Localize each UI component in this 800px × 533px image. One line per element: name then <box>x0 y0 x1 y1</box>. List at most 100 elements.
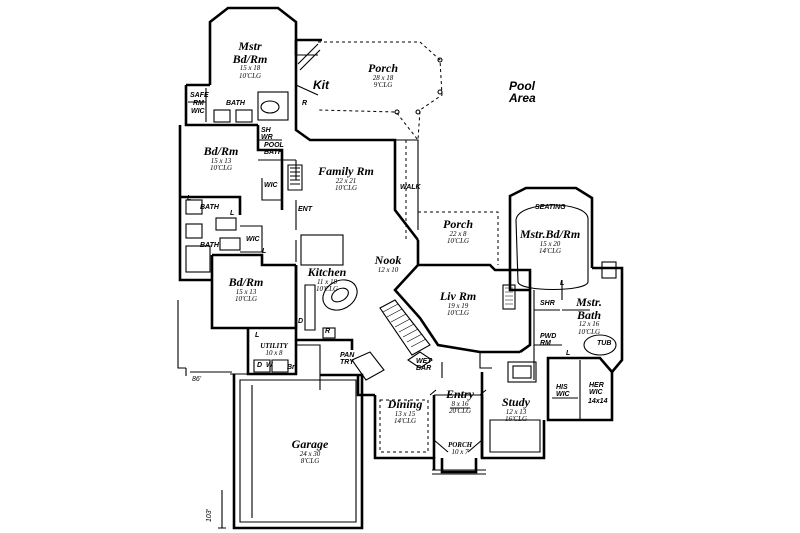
master-bath-name: Mstr. Bath <box>576 295 602 322</box>
kit-label: Kit <box>313 78 329 92</box>
bedroom-1-walls <box>178 125 303 282</box>
linen-label-6: L <box>566 350 571 357</box>
tub-label: TUB <box>597 340 612 347</box>
kitchen-size: 11 x 18 <box>316 277 338 286</box>
garage-ceiling: 8'CLG <box>300 456 320 465</box>
kitchen-ceiling: 10'CLG <box>315 284 339 293</box>
study-label: Study 12 x 13 16'CLG <box>494 396 538 423</box>
her-wic-size: 14x14 <box>588 398 608 405</box>
walk-label: WALK <box>400 184 421 191</box>
nook-name: Nook <box>374 253 402 267</box>
master-bath-label: Mstr. Bath 12 x 16 10'CLG <box>566 296 612 336</box>
living-room-size: 19 x 19 <box>447 301 469 310</box>
porch-top-name: Porch <box>368 61 398 75</box>
family-kitchen-walls <box>294 120 420 350</box>
porch-mid-name: Porch <box>443 217 473 231</box>
bedroom-1-wic-label: WIC <box>264 182 278 189</box>
dining-label: Dining 13 x 15 14'CLG <box>382 398 428 425</box>
entry-name: Entry <box>445 387 474 401</box>
entry-ceiling: 20'CLG <box>448 406 472 415</box>
garage-label: Garage 24 x 30 8'CLG <box>276 438 344 465</box>
pool-bath-label: POOL BATH <box>264 142 284 156</box>
utility-name: UTILITY <box>260 342 288 350</box>
bedroom-1-name: Bd/Rm <box>203 144 239 158</box>
sh-label: SH <box>261 127 271 134</box>
pwd-rm-label: PWD RM <box>540 333 557 347</box>
master-bedroom-2-size: 15 x 20 <box>539 239 561 248</box>
garage-walls <box>232 373 364 530</box>
porch-mid-size: 22 x 8 <box>449 229 467 238</box>
ent-label: ENT <box>298 206 312 213</box>
garage-name: Garage <box>291 437 329 451</box>
bedroom-1-label: Bd/Rm 15 x 13 10'CLG <box>196 145 246 172</box>
bedroom-2-ceiling: 10'CLG <box>234 294 258 303</box>
his-wic-label: HIS WIC <box>556 384 570 398</box>
bedroom-2-wic-label: WIC <box>246 236 260 243</box>
dining-ceiling: 14'CLG <box>393 416 417 425</box>
entry-label: Entry 8 x 16 20'CLG <box>438 388 482 415</box>
study-name: Study <box>501 395 530 409</box>
dryer-label: D <box>298 318 304 325</box>
utility-label: UTILITY 10 x 8 <box>254 342 294 358</box>
master-bedroom-2-name: Mstr.Bd/Rm <box>519 227 581 241</box>
fridge-label-2: R <box>325 328 331 335</box>
bedroom-2-size: 15 x 13 <box>235 287 257 296</box>
middle-porch-walls <box>418 211 499 265</box>
safe-rm-label: RM <box>193 100 204 107</box>
pool-area-label: Pool Area <box>509 79 536 105</box>
bedroom-2-name: Bd/Rm <box>228 275 264 289</box>
master-bedroom-1-label: Mstr Bd/Rm 15 x 18 10'CLG <box>222 40 278 80</box>
overall-depth-label: 103' <box>206 508 213 522</box>
study-ceiling: 16'CLG <box>504 414 528 423</box>
entry-closets-walls <box>351 351 614 422</box>
utility-walls <box>230 328 321 390</box>
master-bedroom-2-label: Mstr.Bd/Rm 15 x 20 14'CLG <box>512 228 588 255</box>
porch-top-label: Porch 28 x 18 9'CLG <box>358 62 408 89</box>
master-bath-ceiling: 10'CLG <box>577 327 601 336</box>
linen-label-4: L <box>255 332 260 339</box>
dining-name: Dining <box>387 397 423 411</box>
porch-top-size: 28 x 18 <box>372 73 394 82</box>
utility-size: 10 x 8 <box>265 349 283 358</box>
shr-label: SHR <box>540 300 555 307</box>
linen-label-2: L <box>230 210 235 217</box>
front-rooms-walls <box>373 372 546 475</box>
porch-mid-label: Porch 22 x 8 10'CLG <box>432 218 484 245</box>
wet-bar-label: WET BAR <box>416 358 432 372</box>
porch-front-name: PORCH <box>447 441 473 449</box>
bath-3-label: BATH <box>200 242 219 249</box>
nook-size: 12 x 10 <box>377 265 399 274</box>
kitchen-label: Kitchen 11 x 18 10'CLG <box>298 266 356 293</box>
overall-width-label: 86' <box>192 376 202 383</box>
master-bedroom-1-size: 15 x 18 <box>239 64 261 73</box>
family-room-ceiling: 10'CLG <box>334 183 358 192</box>
dining-size: 13 x 15 <box>394 409 416 418</box>
family-room-name: Family Rm <box>318 164 374 178</box>
pantry-label: PAN TRY <box>340 352 355 366</box>
linen-label-3: L <box>262 248 267 255</box>
porch-front-size: 10 x 7 <box>451 448 469 457</box>
wr-label: WR <box>261 134 273 141</box>
study-size: 12 x 13 <box>505 407 527 416</box>
porch-top-ceiling: 9'CLG <box>373 80 393 89</box>
master-bath-size: 12 x 16 <box>578 320 600 329</box>
family-room-size: 22 x 21 <box>335 176 357 185</box>
dimension-lines <box>185 368 232 529</box>
seating-label: SEATING <box>535 204 566 211</box>
porch-front-label: PORCH 10 x 7 <box>444 441 476 457</box>
linen-label-5: L <box>560 280 565 287</box>
wall-openings <box>295 160 487 396</box>
bedroom-1-size: 15 x 13 <box>210 156 232 165</box>
living-room-label: Liv Rm 19 x 19 10'CLG <box>428 290 488 317</box>
garage-size: 24 x 30 <box>299 449 321 458</box>
master-wic-label: WIC <box>191 108 205 115</box>
linen-label-1: L <box>187 195 192 202</box>
broom-label: Br <box>287 364 295 371</box>
bedroom-1-ceiling: 10'CLG <box>209 163 233 172</box>
top-porch-walls <box>294 38 443 142</box>
her-wic-label: HER WIC <box>589 382 604 396</box>
master-bedroom-2-walls <box>508 186 624 380</box>
entry-size: 8 x 16 <box>451 399 469 408</box>
living-room-ceiling: 10'CLG <box>446 308 470 317</box>
